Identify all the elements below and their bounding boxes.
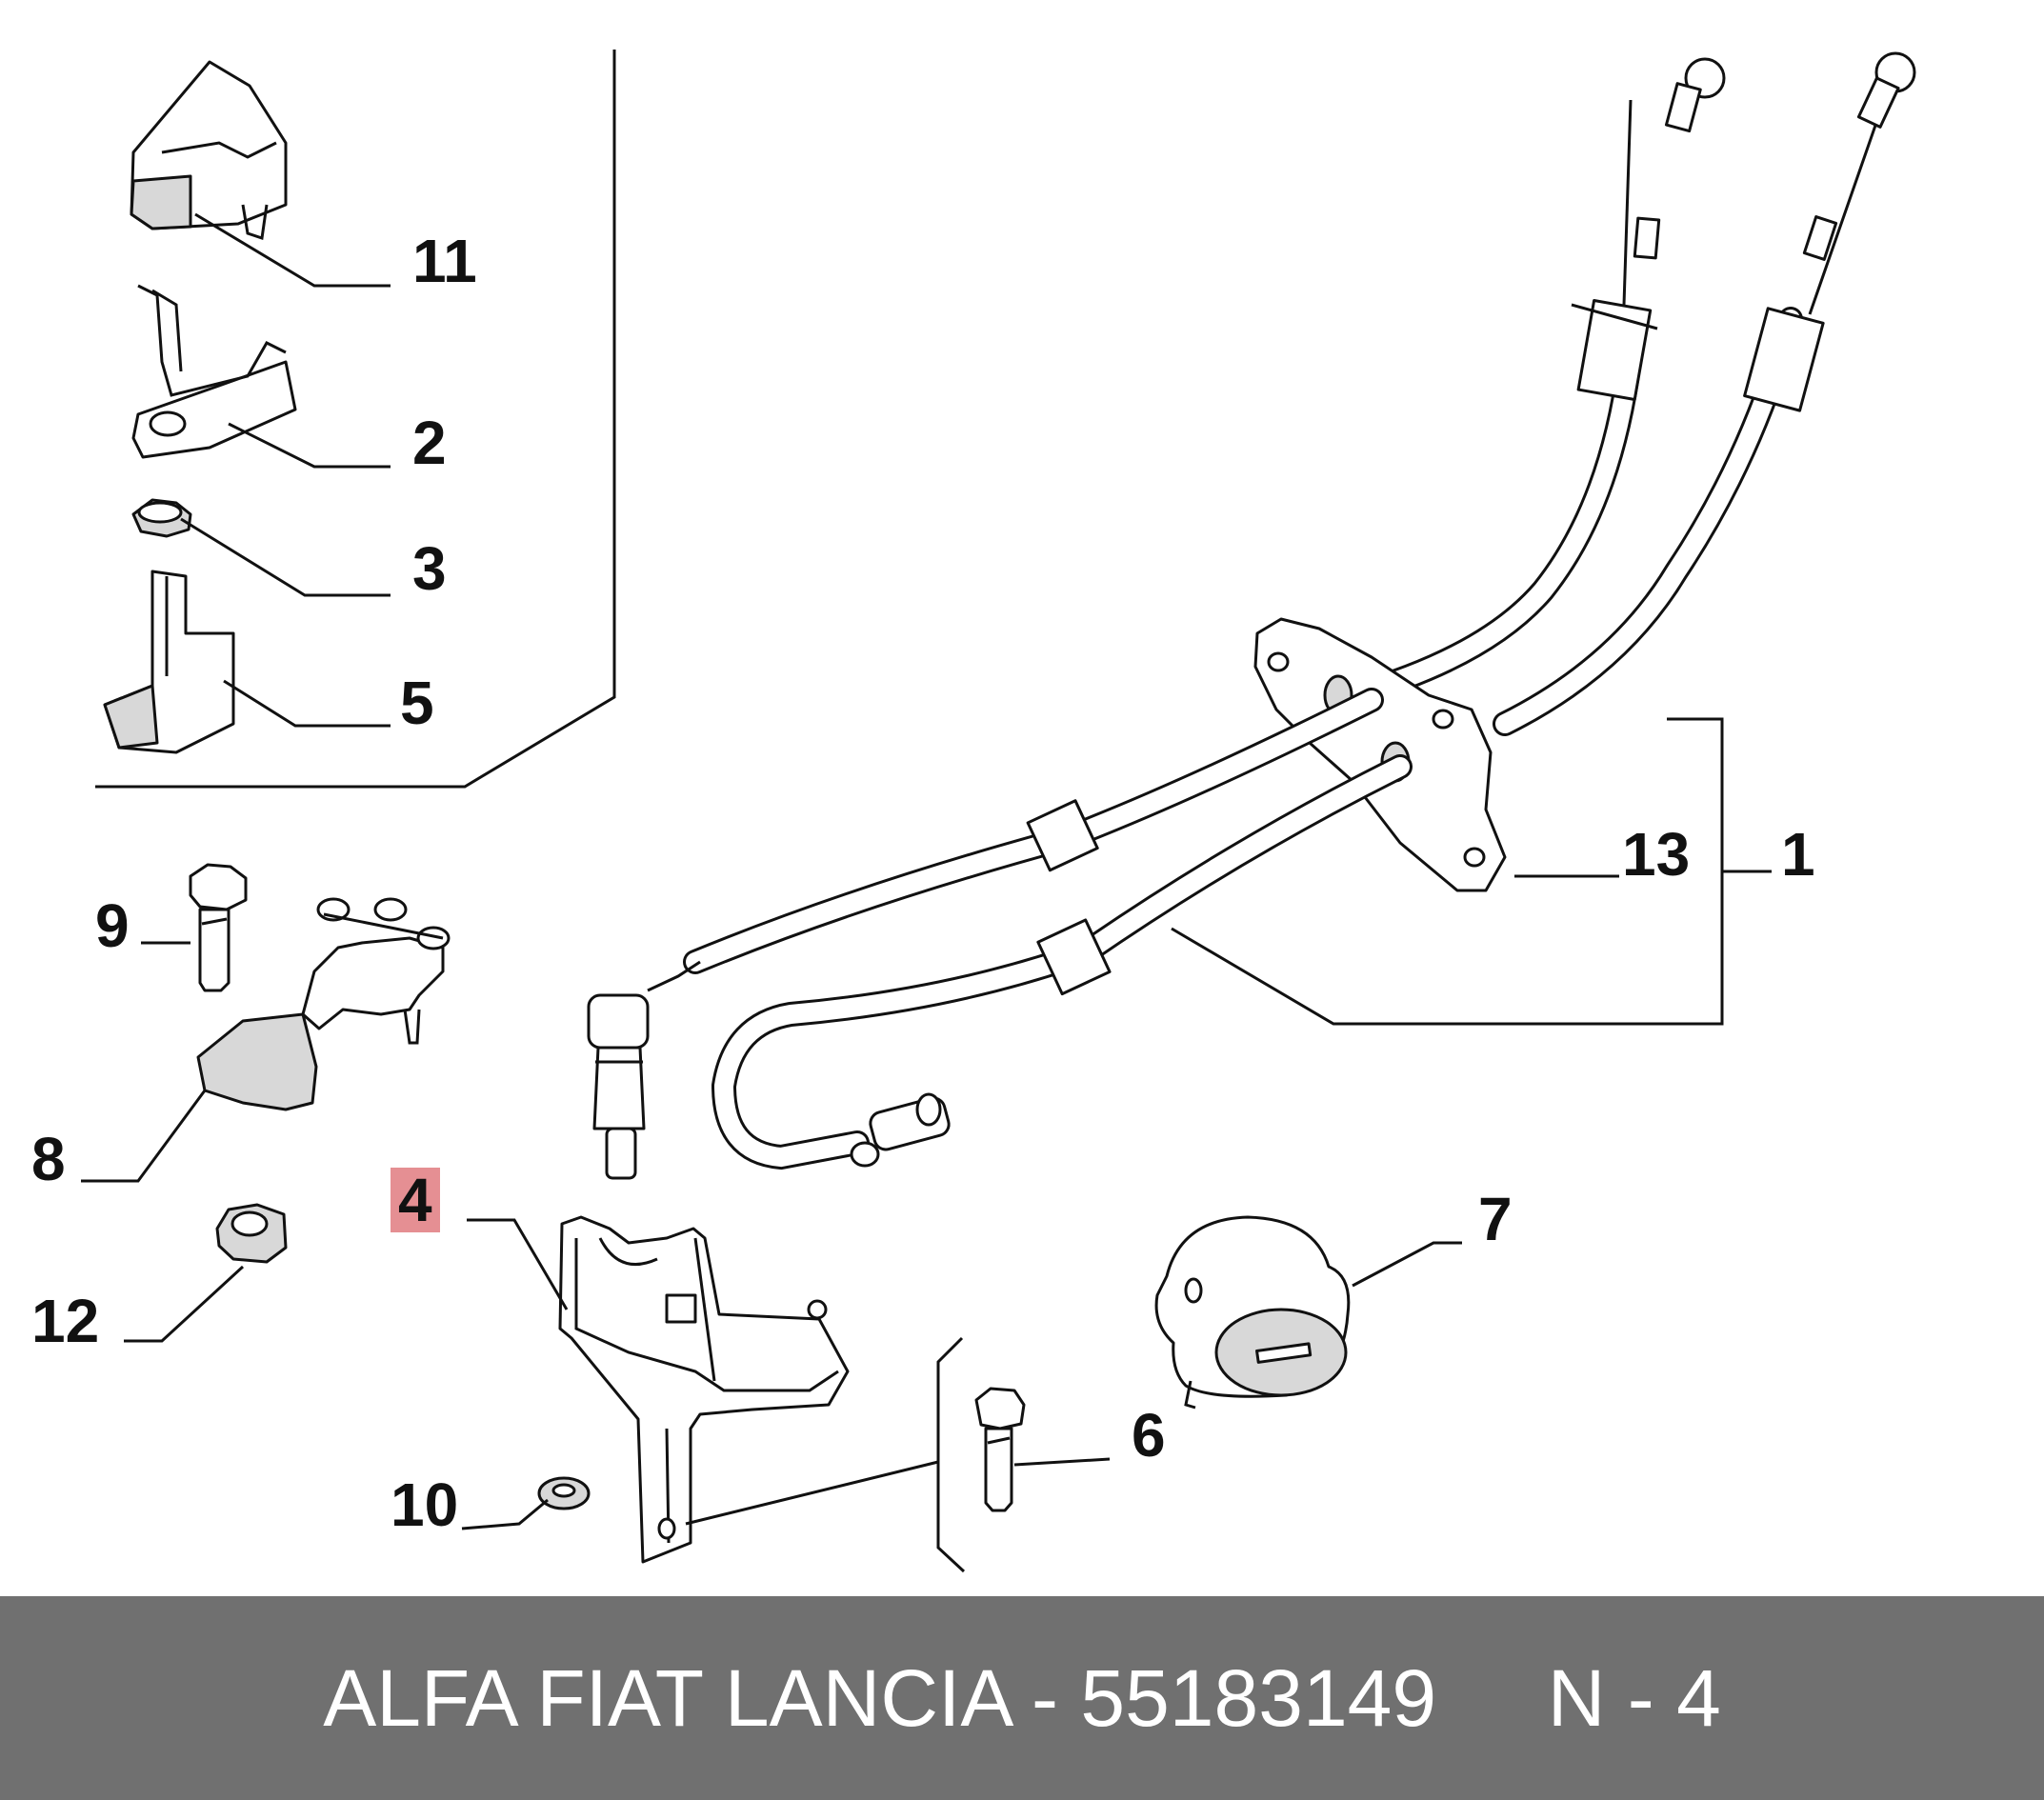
inset-frame (95, 50, 616, 789)
callout-5: 5 (400, 669, 434, 737)
footer-bar: ALFA FIAT LANCIA - 55183149 N - 4 (0, 1596, 2044, 1800)
callout-3: 3 (412, 534, 447, 603)
part-3-nut (131, 498, 192, 538)
part-9-bolt (189, 863, 248, 992)
leader-lines (81, 212, 1772, 1530)
callout-6: 6 (1132, 1401, 1166, 1470)
callout-9: 9 (95, 891, 130, 960)
callout-7: 7 (1478, 1185, 1513, 1253)
exploded-parts-diagram (81, 50, 1916, 1573)
part-11-clip (130, 60, 288, 240)
callout-4-highlighted: 4 (391, 1168, 440, 1232)
part-12-nut (215, 1203, 288, 1264)
callout-12: 12 (31, 1287, 100, 1355)
part-6-bolt (974, 1387, 1026, 1512)
callout-11: 11 (412, 227, 477, 295)
part-4-support-bracket (558, 1215, 850, 1564)
part-5-clip (103, 570, 235, 754)
part-7-boot-cover (1154, 1215, 1351, 1410)
part-10-washer (537, 1476, 591, 1510)
part-2-bracket (131, 284, 297, 459)
bolt-bracket-line (936, 1336, 966, 1573)
callout-1: 1 (1781, 820, 1815, 889)
callout-13: 13 (1622, 820, 1691, 889)
part-1-gearshift-cable-assembly (587, 51, 1916, 1180)
callout-8: 8 (31, 1125, 66, 1193)
callout-2: 2 (412, 409, 447, 477)
part-8-lever (196, 897, 451, 1111)
callout-10: 10 (391, 1470, 459, 1539)
footer-part-number: ALFA FIAT LANCIA - 55183149 N - 4 (323, 1652, 1721, 1743)
